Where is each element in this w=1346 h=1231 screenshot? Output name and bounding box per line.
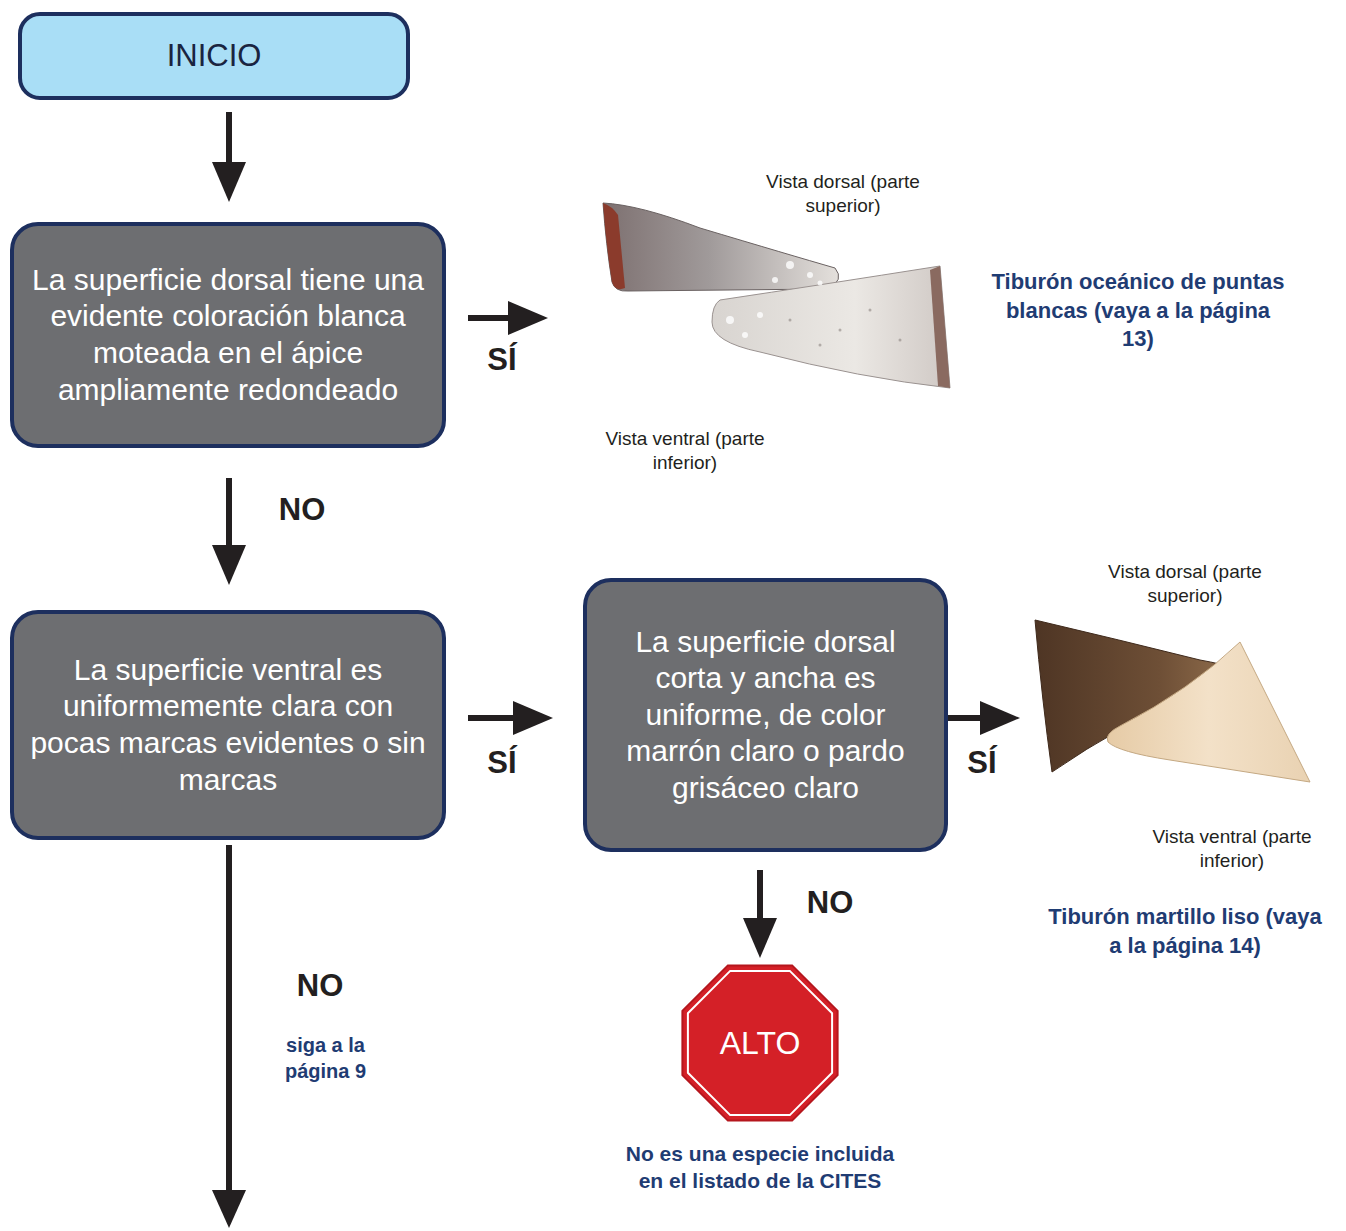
species-name: Tiburón oceánico de puntas blancas (vaya…: [988, 268, 1288, 354]
branch-label: SÍ: [952, 745, 1012, 781]
ventral-fin: [712, 266, 950, 388]
branch-label: NO: [262, 492, 342, 528]
flow-arrow: [212, 112, 246, 202]
question-text: La superficie dorsal corta y ancha es un…: [603, 624, 928, 807]
arrowhead: [980, 701, 1020, 735]
result-group: Vista dorsal (parte superior) Vista ventr…: [548, 160, 1338, 485]
flow-arrow: [948, 701, 1020, 735]
fin-base: [930, 266, 950, 388]
flow-arrow: [468, 301, 548, 335]
stop-note: No es una especie incluida en el listado…: [620, 1140, 900, 1195]
dorsal-fin: [603, 203, 839, 291]
question-text: La superficie ventral es uniformemente c…: [30, 652, 426, 798]
arrowhead: [212, 162, 246, 202]
decision-box: La superficie ventral es uniformemente c…: [10, 610, 446, 840]
decision-box: La superficie dorsal corta y ancha es un…: [583, 578, 948, 852]
whitetip-fins: [603, 203, 950, 388]
arrow-line: [226, 112, 232, 164]
arrow-line: [468, 715, 515, 721]
continue-arrow: [212, 845, 246, 1228]
arrow-line: [226, 478, 232, 547]
ventral-fin: [1107, 642, 1310, 782]
start-text: INICIO: [167, 38, 262, 74]
view-label: Vista ventral (parte inferior): [600, 427, 770, 475]
flow-arrow: [743, 870, 777, 958]
arrowhead: [508, 301, 548, 335]
decision-box: La superficie dorsal tiene una evidente …: [10, 222, 446, 448]
branch-label: SÍ: [472, 745, 532, 781]
arrowhead: [513, 701, 553, 735]
branch-label: NO: [275, 968, 365, 1004]
stop-octagon: ALTO No es una especie incluida en el lis…: [620, 958, 900, 1228]
arrow-line: [468, 315, 510, 321]
question-text: La superficie dorsal tiene una evidente …: [30, 262, 426, 408]
arrow-line: [948, 715, 982, 721]
branch-label: SÍ: [472, 342, 532, 378]
view-label: Vista dorsal (parte superior): [1100, 560, 1270, 608]
speckles: [789, 309, 902, 347]
arrowhead: [743, 918, 777, 958]
flow-arrow: [468, 701, 553, 735]
start-box: INICIO: [18, 12, 410, 100]
species-name: Tiburón martillo liso (vaya a la página …: [1045, 903, 1325, 960]
arrow-line: [757, 870, 763, 920]
view-label: Vista dorsal (parte superior): [758, 170, 928, 218]
hammerhead-fins: [1035, 620, 1310, 782]
fin-base: [603, 203, 625, 289]
page-reference: siga a la página 9: [268, 1032, 383, 1084]
result-group: Vista dorsal (parte superior) Vista ventr…: [1025, 555, 1340, 975]
stop-text: ALTO: [620, 958, 900, 1128]
mottling: [726, 261, 823, 338]
arrowhead: [212, 545, 246, 585]
branch-label: NO: [790, 885, 870, 921]
flow-arrow: [212, 478, 246, 585]
view-label: Vista ventral (parte inferior): [1147, 825, 1317, 873]
